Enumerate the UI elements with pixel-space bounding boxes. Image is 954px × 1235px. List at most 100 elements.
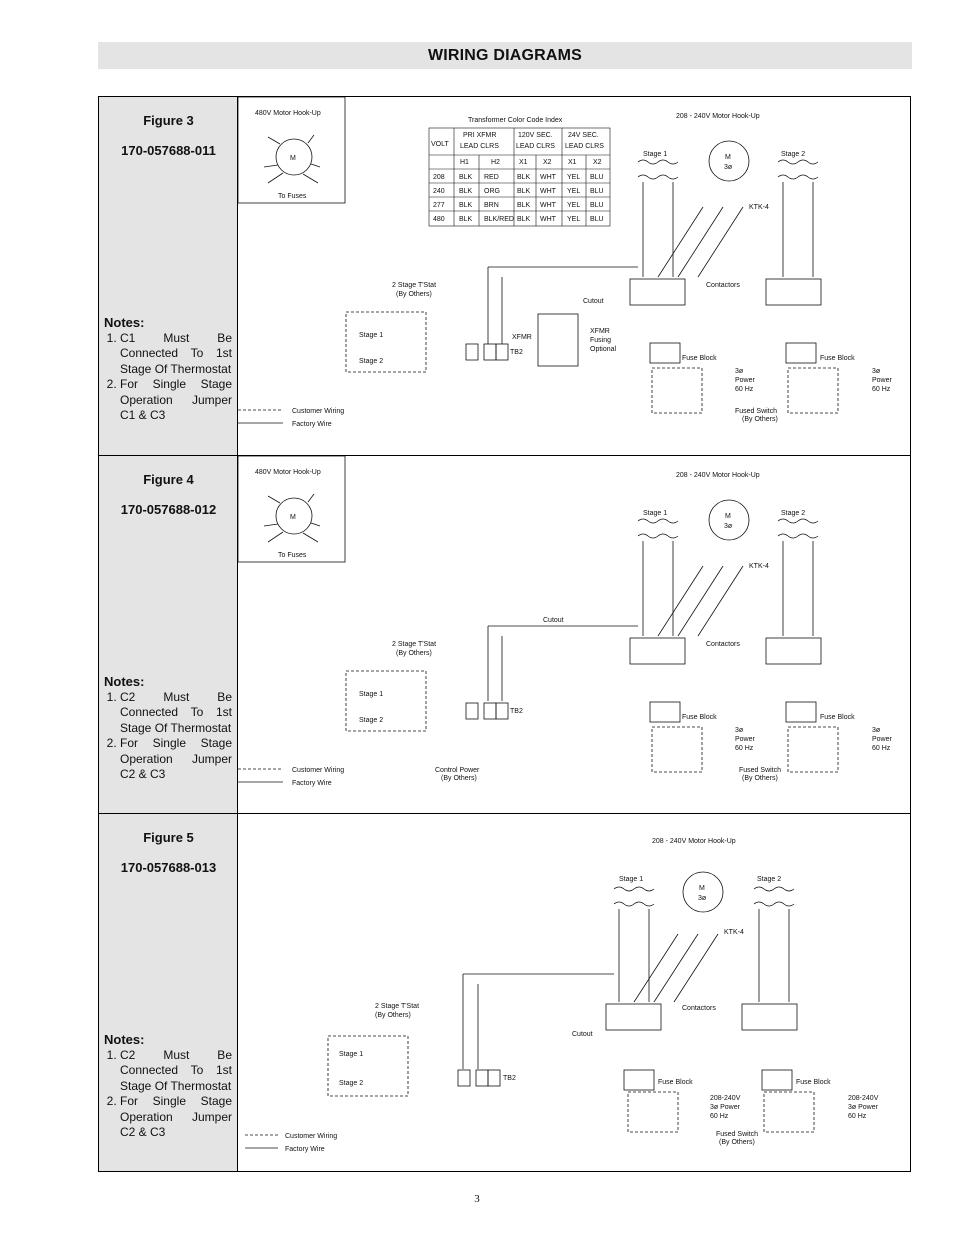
svg-text:Fuse Block: Fuse Block bbox=[682, 355, 717, 362]
svg-text:3ø: 3ø bbox=[698, 895, 707, 902]
motor480-label: 480V Motor Hook-Up bbox=[255, 110, 321, 117]
table-cell: 208 bbox=[433, 174, 445, 181]
svg-text:Stage 1: Stage 1 bbox=[359, 332, 383, 339]
svg-text:60 Hz: 60 Hz bbox=[872, 745, 891, 752]
svg-text:Fusing: Fusing bbox=[590, 337, 611, 344]
svg-text:Contactors: Contactors bbox=[682, 1005, 716, 1012]
svg-text:Customer Wiring: Customer Wiring bbox=[292, 408, 344, 415]
table-cell: BLK bbox=[459, 202, 473, 209]
svg-text:Fuse Block: Fuse Block bbox=[796, 1079, 831, 1086]
svg-text:(By Others): (By Others) bbox=[742, 775, 778, 782]
svg-text:Fuse Block: Fuse Block bbox=[682, 714, 717, 721]
svg-text:(By Others): (By Others) bbox=[742, 416, 778, 423]
table-cell: BLU bbox=[590, 216, 604, 223]
svg-text:Optional: Optional bbox=[590, 346, 617, 353]
table-cell: YEL bbox=[567, 202, 580, 209]
figure-5-title: Figure 5 bbox=[143, 830, 194, 845]
svg-text:TB2: TB2 bbox=[510, 708, 523, 715]
svg-text:TB2: TB2 bbox=[510, 349, 523, 356]
table-cell: WHT bbox=[540, 202, 557, 209]
table-cell: BLK bbox=[459, 174, 473, 181]
note-1: C2 Must Be Connected To 1st Stage Of The… bbox=[120, 690, 232, 737]
table-cell: ORG bbox=[484, 188, 500, 195]
svg-text:VOLT: VOLT bbox=[431, 141, 449, 148]
svg-text:208-240V: 208-240V bbox=[710, 1095, 741, 1102]
svg-text:KTK-4: KTK-4 bbox=[749, 563, 769, 570]
svg-text:H1: H1 bbox=[460, 159, 469, 166]
svg-text:M: M bbox=[290, 514, 296, 521]
svg-text:Cutout: Cutout bbox=[543, 617, 564, 624]
svg-text:208 - 240V Motor Hook-Up: 208 - 240V Motor Hook-Up bbox=[676, 113, 760, 120]
svg-text:Stage 1: Stage 1 bbox=[359, 691, 383, 698]
svg-text:H2: H2 bbox=[491, 159, 500, 166]
page-number: 3 bbox=[474, 1193, 480, 1205]
figure-4-part-number: 170-057688-012 bbox=[120, 502, 217, 517]
svg-text:KTK-4: KTK-4 bbox=[724, 929, 744, 936]
svg-text:Power: Power bbox=[872, 736, 893, 743]
svg-text:Stage 2: Stage 2 bbox=[781, 510, 805, 517]
table-cell: WHT bbox=[540, 188, 557, 195]
note-1: C2 Must Be Connected To 1st Stage Of The… bbox=[120, 1048, 232, 1095]
page-header: WIRING DIAGRAMS bbox=[98, 42, 912, 69]
svg-text:(By Others): (By Others) bbox=[375, 1012, 411, 1019]
table-cell: BLK bbox=[459, 188, 473, 195]
svg-text:LEAD CLRS: LEAD CLRS bbox=[565, 143, 604, 150]
figure-5-info: Figure 5 170-057688-013 Notes: C2 Must B… bbox=[99, 814, 238, 1171]
svg-text:Contactors: Contactors bbox=[706, 282, 740, 289]
figure-5-notes: Notes: C2 Must Be Connected To 1st Stage… bbox=[104, 1032, 232, 1141]
table-cell: YEL bbox=[567, 188, 580, 195]
note-2: For Single Stage Operation Jumper C2 & C… bbox=[120, 1094, 232, 1141]
svg-text:Stage 2: Stage 2 bbox=[359, 358, 383, 365]
svg-text:24V SEC.: 24V SEC. bbox=[568, 132, 599, 139]
svg-text:Contactors: Contactors bbox=[706, 641, 740, 648]
svg-text:XFMR: XFMR bbox=[590, 328, 610, 335]
svg-text:Power: Power bbox=[735, 736, 756, 743]
figure-3-part-number: 170-057688-011 bbox=[121, 143, 216, 158]
svg-text:X2: X2 bbox=[543, 159, 552, 166]
figure-4-wiring-svg: 480V Motor Hook-Up M To Fuses 208 - 240V… bbox=[238, 456, 893, 787]
svg-text:60 Hz: 60 Hz bbox=[735, 745, 754, 752]
note-1: C1 Must Be Connected To 1st Stage Of The… bbox=[120, 331, 232, 378]
table-cell: BLU bbox=[590, 188, 604, 195]
notes-heading: Notes: bbox=[104, 1032, 145, 1047]
svg-text:Stage 2: Stage 2 bbox=[339, 1080, 363, 1087]
svg-text:Customer Wiring: Customer Wiring bbox=[292, 767, 344, 774]
table-cell: BLK bbox=[517, 174, 531, 181]
svg-text:(By Others): (By Others) bbox=[396, 650, 432, 657]
table-cell: YEL bbox=[567, 174, 580, 181]
svg-text:Fuse Block: Fuse Block bbox=[820, 355, 855, 362]
svg-text:To Fuses: To Fuses bbox=[278, 552, 307, 559]
svg-text:2 Stage T'Stat: 2 Stage T'Stat bbox=[392, 641, 436, 648]
table-cell: YEL bbox=[567, 216, 580, 223]
svg-text:Stage 2: Stage 2 bbox=[781, 151, 805, 158]
svg-text:X1: X1 bbox=[568, 159, 577, 166]
transformer-table bbox=[428, 127, 611, 227]
svg-text:(By Others): (By Others) bbox=[441, 775, 477, 782]
table-cell: BLK bbox=[517, 188, 531, 195]
svg-text:Stage 2: Stage 2 bbox=[757, 876, 781, 883]
svg-text:3ø: 3ø bbox=[872, 368, 881, 375]
svg-text:2 Stage T'Stat: 2 Stage T'Stat bbox=[392, 282, 436, 289]
svg-text:Fuse Block: Fuse Block bbox=[820, 714, 855, 721]
svg-text:Fused Switch: Fused Switch bbox=[735, 408, 777, 415]
svg-text:M: M bbox=[725, 513, 731, 520]
note-2: For Single Stage Operation Jumper C2 & C… bbox=[120, 736, 232, 783]
svg-text:Power: Power bbox=[735, 377, 756, 384]
svg-text:3ø Power: 3ø Power bbox=[710, 1104, 741, 1111]
svg-text:60 Hz: 60 Hz bbox=[735, 386, 754, 393]
figure-4-info: Figure 4 170-057688-012 Notes: C2 Must B… bbox=[99, 456, 238, 813]
svg-text:(By Others): (By Others) bbox=[396, 291, 432, 298]
table-cell: BLU bbox=[590, 174, 604, 181]
figure-3-diagram: 480V Motor Hook-Up M To Fuses Transforme… bbox=[238, 97, 911, 455]
svg-text:Stage 2: Stage 2 bbox=[359, 717, 383, 724]
figure-5-part-number: 170-057688-013 bbox=[120, 860, 217, 875]
svg-text:Fused Switch: Fused Switch bbox=[716, 1131, 758, 1138]
svg-text:X1: X1 bbox=[519, 159, 528, 166]
svg-text:208 - 240V Motor Hook-Up: 208 - 240V Motor Hook-Up bbox=[676, 472, 760, 479]
figure-4-diagram: 480V Motor Hook-Up M To Fuses 208 - 240V… bbox=[238, 456, 911, 813]
svg-text:3ø: 3ø bbox=[735, 727, 744, 734]
table-cell: WHT bbox=[540, 174, 557, 181]
svg-text:Fuse Block: Fuse Block bbox=[658, 1079, 693, 1086]
svg-text:Cutout: Cutout bbox=[572, 1031, 593, 1038]
